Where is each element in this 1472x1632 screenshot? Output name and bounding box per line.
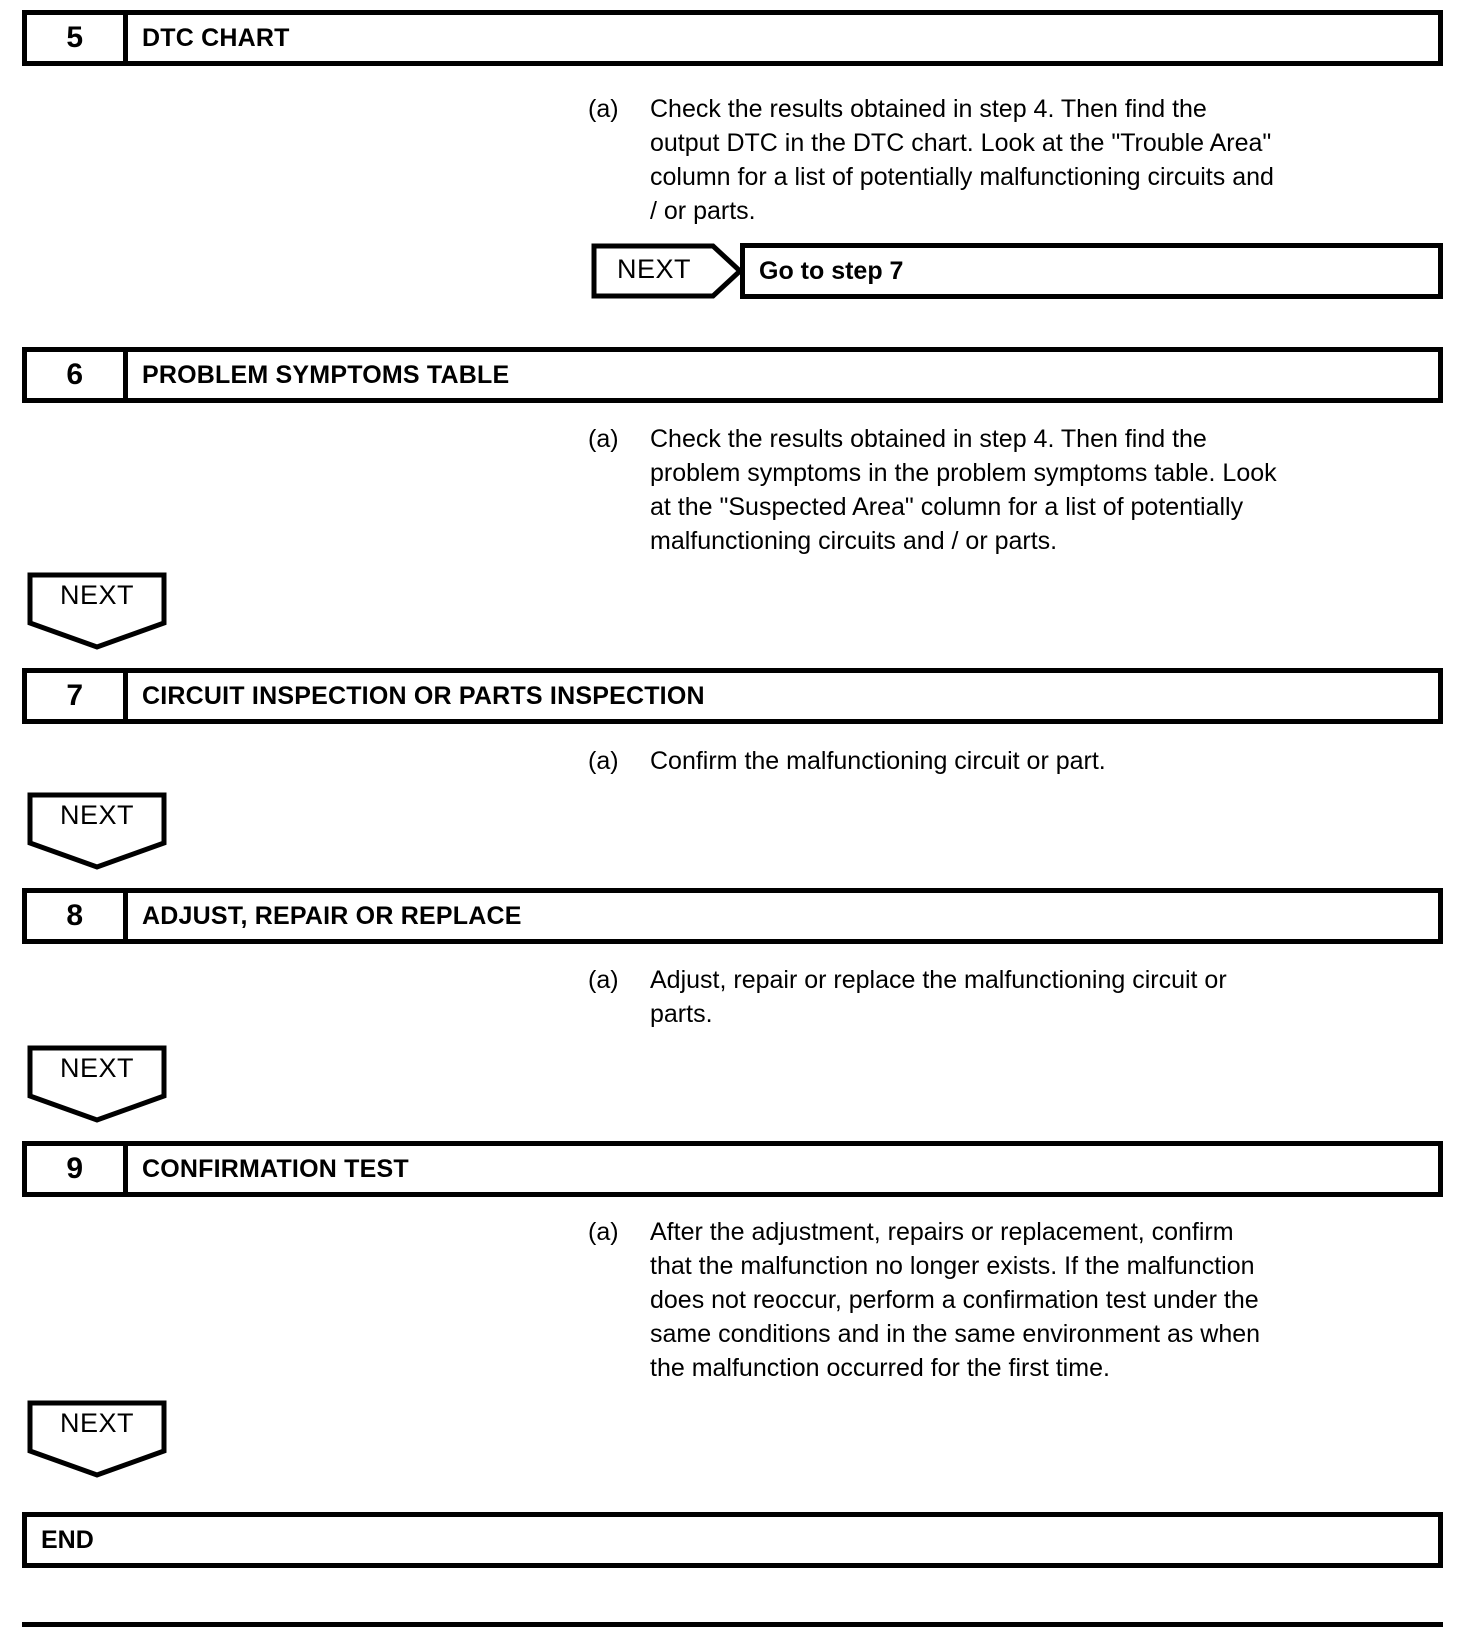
step-instruction-5: (a) Check the results obtained in step 4… [588, 92, 1448, 228]
goto-step-box-5[interactable]: Go to step 7 [740, 243, 1443, 299]
step-instruction-8: (a) Adjust, repair or replace the malfun… [588, 963, 1448, 1031]
next-connector-arrow-right-5: NEXT [591, 243, 743, 299]
next-connector-arrow-down-6: NEXT [27, 572, 167, 650]
step-instruction-7: (a) Confirm the malfunctioning circuit o… [588, 744, 1448, 778]
step-header-5: 5 DTC CHART [22, 10, 1443, 66]
step-number-7: 7 [27, 673, 128, 719]
page-bottom-rule [22, 1622, 1443, 1627]
step-title-8: ADJUST, REPAIR OR REPLACE [142, 901, 522, 930]
next-label-5: NEXT [616, 254, 691, 284]
instruction-body-7: Confirm the malfunctioning circuit or pa… [650, 747, 1106, 775]
end-label: END [41, 1525, 94, 1554]
instruction-body-6: Check the results obtained in step 4. Th… [650, 425, 1277, 555]
step-header-8: 8 ADJUST, REPAIR OR REPLACE [22, 888, 1443, 944]
step-header-9: 9 CONFIRMATION TEST [22, 1141, 1443, 1197]
next-label-7: NEXT [59, 800, 134, 830]
step-title-6: PROBLEM SYMPTOMS TABLE [142, 360, 510, 389]
instruction-marker-9: (a) [588, 1218, 619, 1246]
goto-step-label-5: Go to step 7 [759, 256, 904, 285]
instruction-body-8: Adjust, repair or replace the malfunctio… [650, 966, 1227, 1028]
next-label-8: NEXT [59, 1053, 134, 1083]
next-label-6: NEXT [59, 580, 134, 610]
next-connector-arrow-down-7: NEXT [27, 792, 167, 870]
step-number-5: 5 [27, 15, 128, 61]
end-box: END [22, 1512, 1443, 1568]
step-number-8: 8 [27, 893, 128, 939]
next-connector-arrow-down-9: NEXT [27, 1400, 167, 1478]
instruction-marker-7: (a) [588, 747, 619, 775]
step-title-9: CONFIRMATION TEST [142, 1154, 409, 1183]
instruction-body-5: Check the results obtained in step 4. Th… [650, 95, 1274, 225]
next-label-9: NEXT [59, 1408, 134, 1438]
step-title-5: DTC CHART [142, 23, 290, 52]
step-number-9: 9 [27, 1146, 128, 1192]
step-header-7: 7 CIRCUIT INSPECTION OR PARTS INSPECTION [22, 668, 1443, 724]
step-instruction-6: (a) Check the results obtained in step 4… [588, 422, 1448, 558]
step-header-6: 6 PROBLEM SYMPTOMS TABLE [22, 347, 1443, 403]
next-connector-arrow-down-8: NEXT [27, 1045, 167, 1123]
instruction-marker-5: (a) [588, 95, 619, 123]
instruction-body-9: After the adjustment, repairs or replace… [650, 1218, 1261, 1382]
step-number-6: 6 [27, 352, 128, 398]
instruction-marker-6: (a) [588, 425, 619, 453]
step-title-7: CIRCUIT INSPECTION OR PARTS INSPECTION [142, 681, 705, 710]
instruction-marker-8: (a) [588, 966, 619, 994]
step-instruction-9: (a) After the adjustment, repairs or rep… [588, 1215, 1448, 1385]
